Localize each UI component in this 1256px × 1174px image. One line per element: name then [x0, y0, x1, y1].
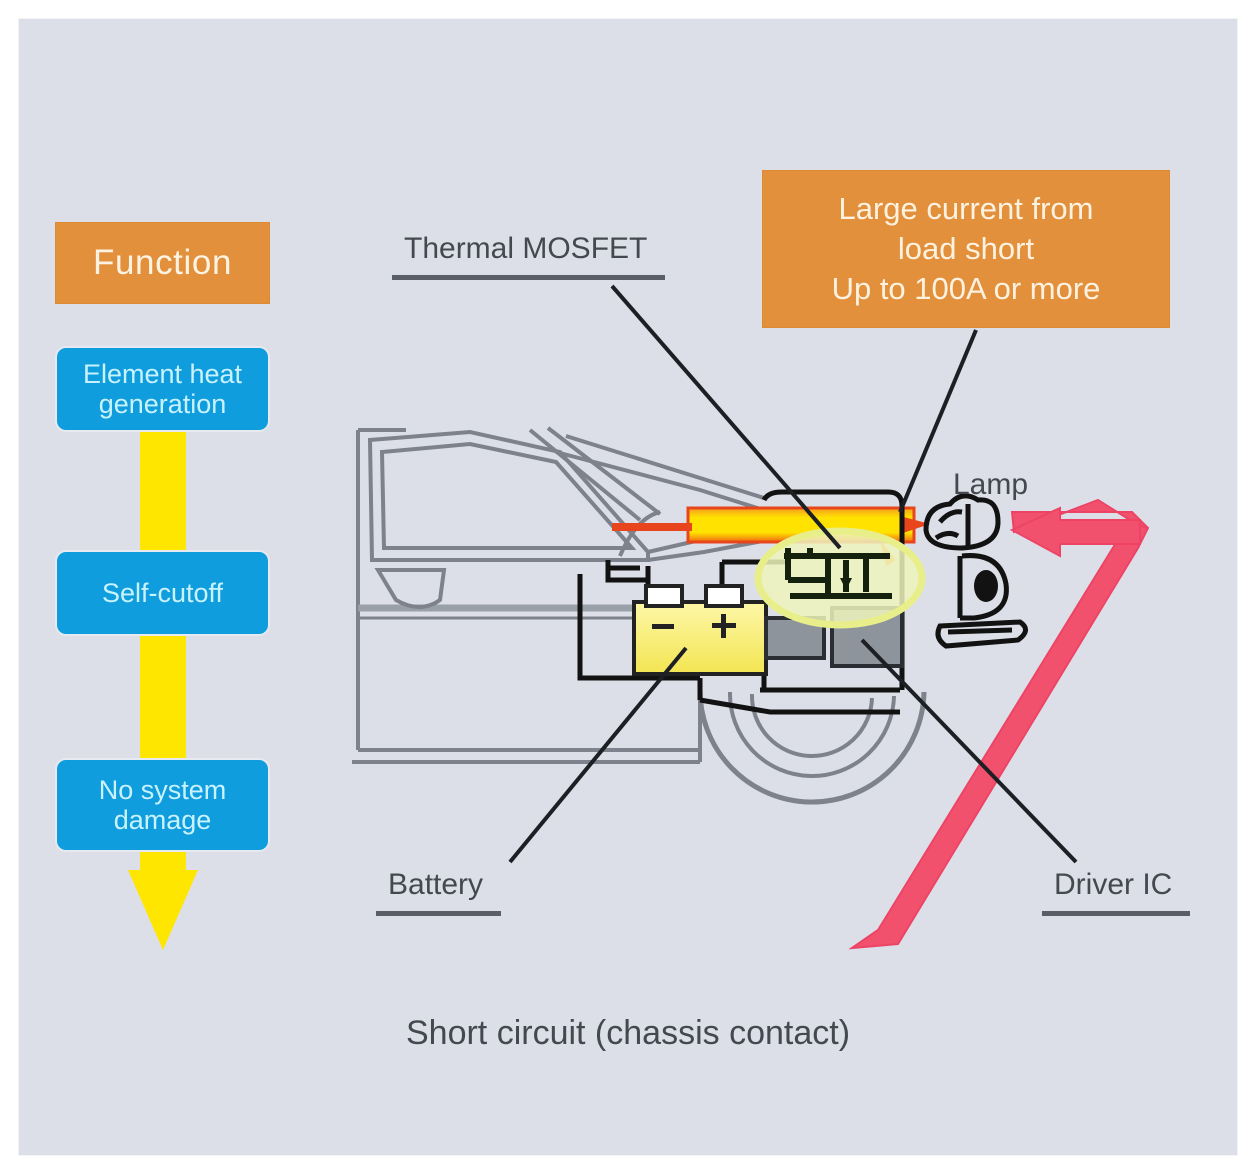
leader-lines	[508, 284, 1078, 864]
arrow-head	[128, 870, 198, 950]
lamp-assembly	[923, 493, 1028, 649]
short-circuit-arrowhead	[1009, 506, 1141, 558]
label-thermal-mosfet: Thermal MOSFET	[391, 232, 666, 280]
label-text: Driver IC	[1054, 868, 1173, 901]
battery-symbol	[632, 584, 768, 676]
label-text: Thermal MOSFET	[404, 232, 648, 265]
flow-title-label: Function	[92, 243, 233, 283]
label-lamp: Lamp	[953, 468, 1028, 502]
flow-step-label: Self-cutoff	[101, 577, 224, 608]
mosfet-symbol	[784, 548, 892, 599]
flow-step-self-cutoff: Self-cutoff	[57, 552, 268, 634]
flow-title-function: Function	[55, 222, 270, 304]
label-battery: Battery	[375, 868, 502, 916]
figure-caption: Short circuit (chassis contact)	[405, 1014, 851, 1052]
label-text: Lamp	[953, 468, 1029, 501]
label-text: Battery	[388, 868, 484, 901]
label-driver-ic: Driver IC	[1041, 868, 1191, 916]
